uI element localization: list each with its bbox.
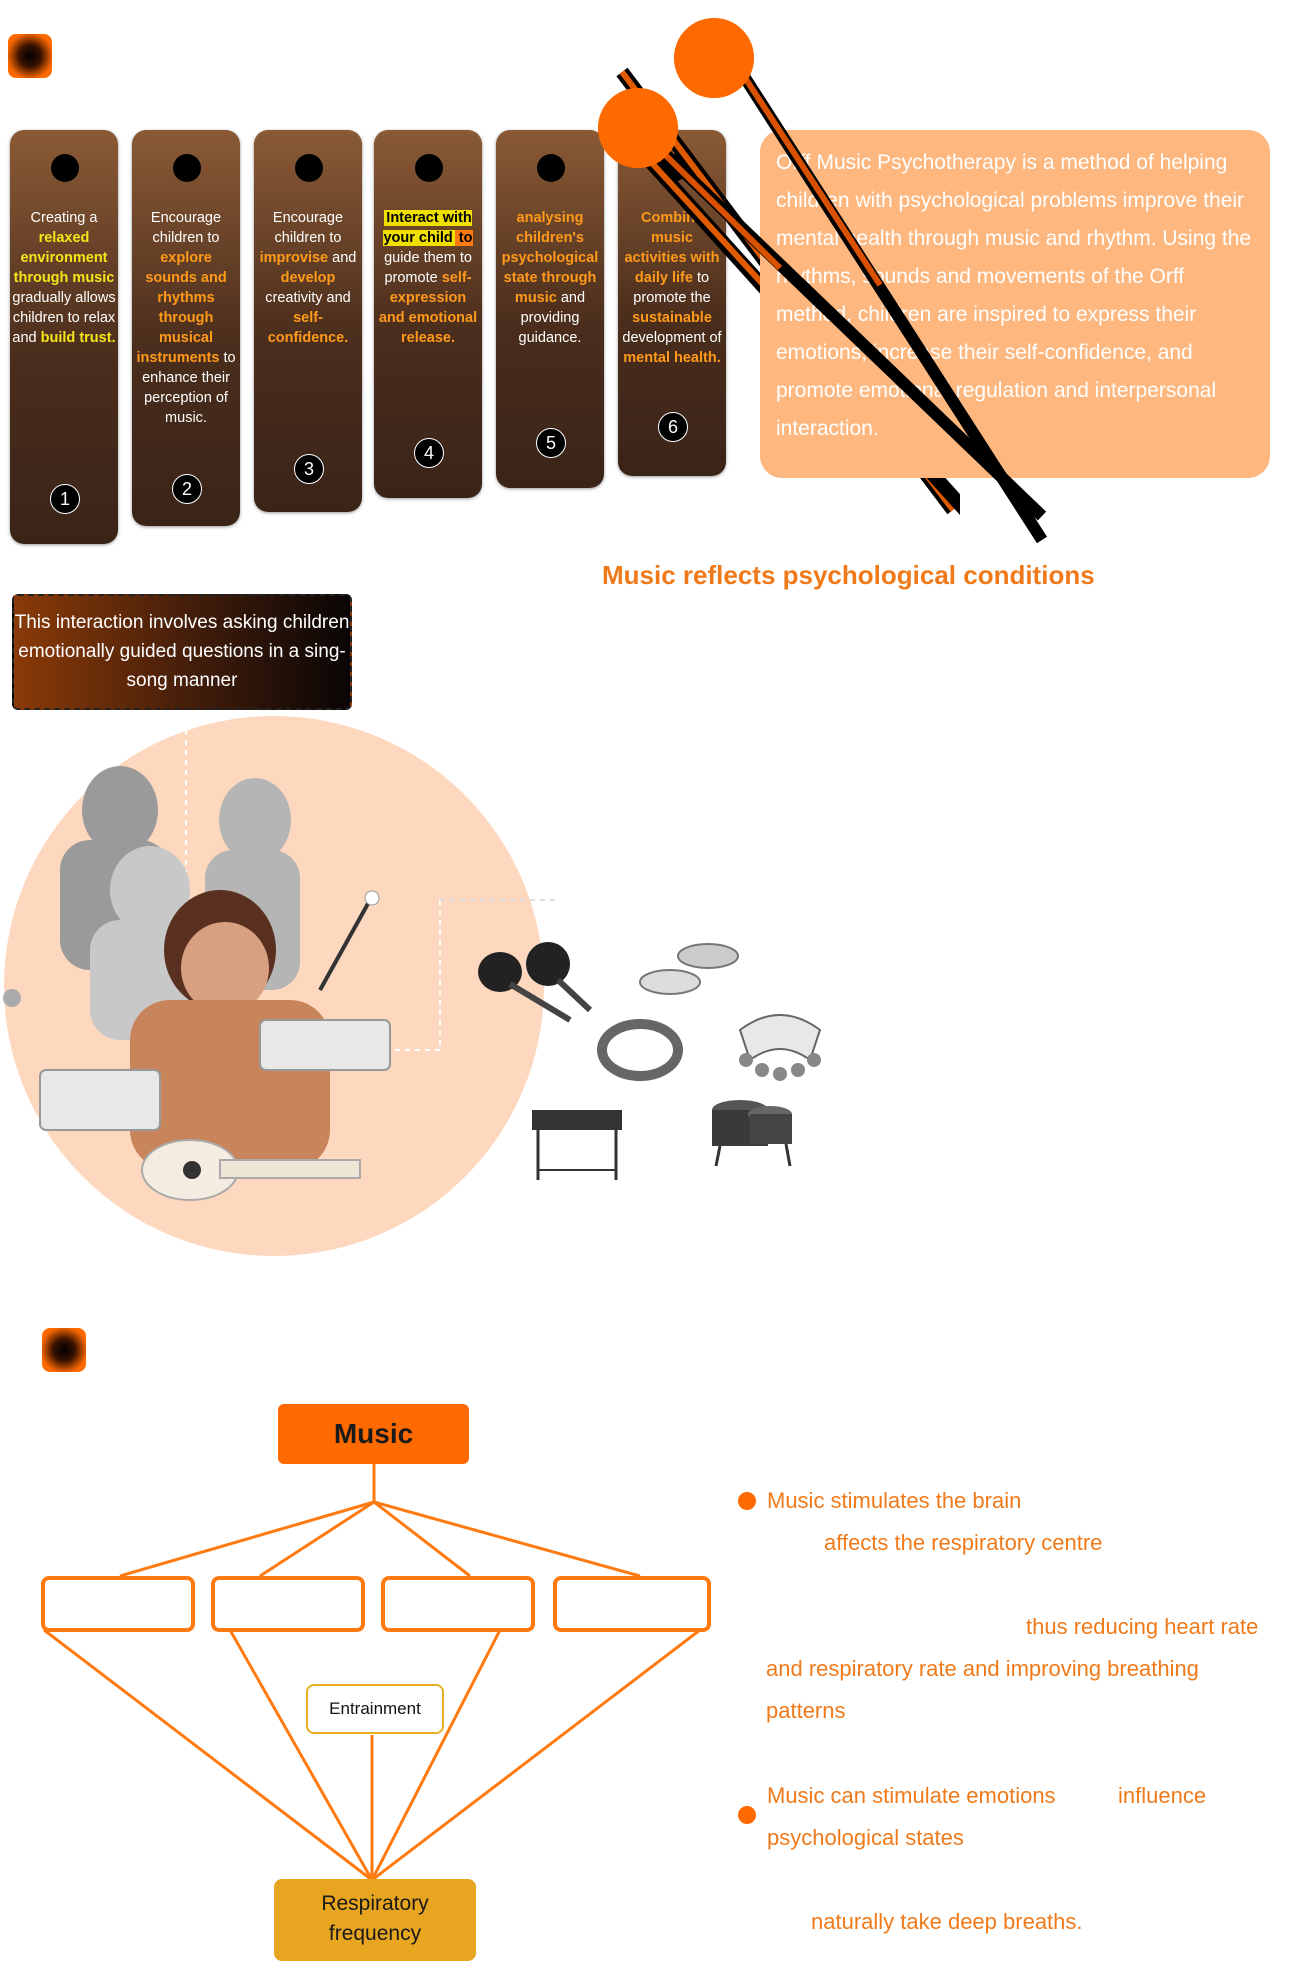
headline: Music reflects psychological conditions <box>602 560 1095 590</box>
step-text-part: self-confidence. <box>267 310 349 346</box>
step-text-part: self-expression and emotional release. <box>378 270 478 346</box>
step-text-part: Encourage children to <box>150 210 222 246</box>
children-illustration <box>3 716 560 1256</box>
xylophone-step-5: analysing children's psychological state… <box>496 130 604 488</box>
section-marker-icon <box>8 34 52 78</box>
note-line: patterns <box>766 1698 846 1723</box>
step-text-part: to enhance their perception of music. <box>142 350 236 426</box>
step-text-part: explore sounds and rhythms through music… <box>136 250 227 366</box>
bar-hole-icon <box>173 154 201 182</box>
step-text-part: and <box>328 250 357 266</box>
bar-hole-icon <box>415 154 443 182</box>
entrainment-node: Entrainment <box>306 1684 444 1734</box>
step-text-part: develop <box>280 270 336 286</box>
xylophone-step-2: Encourage children to explore sounds and… <box>132 130 240 526</box>
step-text-part: and providing guidance. <box>518 290 586 346</box>
section-marker-icon <box>42 1328 86 1372</box>
note-line: affects the respiratory centre <box>824 1530 1103 1555</box>
step-text-part: to <box>454 230 473 246</box>
music-node: Music <box>278 1404 469 1464</box>
note-line: Music can stimulate emotions <box>767 1783 1056 1808</box>
step-number: 2 <box>172 474 202 504</box>
diagram-connectors <box>43 1462 701 1882</box>
step-text: Interact with your child to guide them t… <box>376 208 480 348</box>
step-number: 3 <box>294 454 324 484</box>
step-text-part: gradually allows children to relax and <box>12 290 116 346</box>
respiratory-frequency-node: Respiratory frequency <box>274 1879 476 1961</box>
step-text-part: relaxed environment through music <box>13 230 115 286</box>
step-text-part: Encourage children to <box>272 210 344 246</box>
bar-hole-icon <box>537 154 565 182</box>
orff-description-text: Orff Music Psychotherapy is a method of … <box>776 151 1252 440</box>
step-number: 5 <box>536 428 566 458</box>
cymbals-icon <box>639 943 739 995</box>
timpani-icon <box>712 1100 792 1167</box>
bar-hole-icon <box>295 154 323 182</box>
empty-node <box>553 1576 711 1632</box>
orff-description-box: Orff Music Psychotherapy is a method of … <box>760 130 1270 478</box>
hand-bells-icon <box>738 1014 822 1081</box>
bar-hole-icon <box>51 154 79 182</box>
step-text: Creating a relaxed environment through m… <box>12 208 116 348</box>
empty-node <box>381 1576 535 1632</box>
xylophone-step-4: Interact with your child to guide them t… <box>374 130 482 498</box>
step-text-part: improvise <box>259 250 329 266</box>
note-line: naturally take deep breaths. <box>811 1909 1083 1934</box>
callout-text: This interaction involves asking childre… <box>14 612 350 691</box>
maracas-icon <box>478 942 593 1023</box>
xylophone-step-3: Encourage children to improvise and deve… <box>254 130 362 512</box>
bullet-dot <box>738 1492 756 1510</box>
step-text-part: creativity and <box>265 290 351 306</box>
step-text: Encourage children to explore sounds and… <box>134 208 238 428</box>
step-text: analysing children's psychological state… <box>498 208 602 348</box>
step-text-part: guide them to promote <box>384 250 472 286</box>
step-text-part: Creating a <box>30 210 98 226</box>
step-number: 1 <box>50 484 80 514</box>
note-line: thus reducing heart rate <box>1026 1614 1259 1639</box>
empty-node <box>41 1576 195 1632</box>
callout-box: This interaction involves asking childre… <box>12 594 352 710</box>
step-number: 4 <box>414 438 444 468</box>
xylophone-stand-icon <box>532 1110 622 1180</box>
note-line: psychological states <box>767 1825 964 1850</box>
bullet-dot <box>738 1806 756 1824</box>
instruments-illustration <box>478 942 822 1180</box>
step-text-part: build trust. <box>40 330 116 346</box>
tambourine-icon <box>597 1019 683 1081</box>
xylophone-step-1: Creating a relaxed environment through m… <box>10 130 118 544</box>
step-text-part: analysing children's psychological state… <box>501 210 599 306</box>
empty-node <box>211 1576 365 1632</box>
note-line: and respiratory rate and improving breat… <box>766 1656 1199 1681</box>
step-text: Encourage children to improvise and deve… <box>256 208 360 348</box>
note-line: influence <box>1118 1783 1207 1808</box>
note-line: Music stimulates the brain <box>767 1488 1022 1513</box>
